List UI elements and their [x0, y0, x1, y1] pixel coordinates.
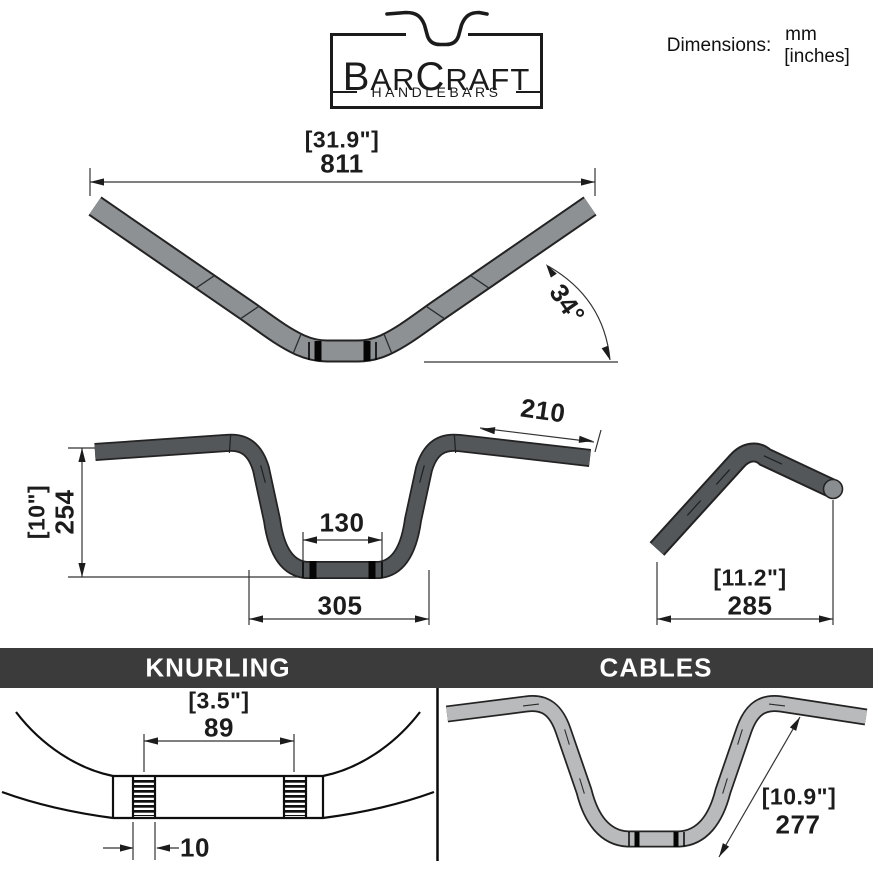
brand-subtitle-row: HANDLEBARS [333, 84, 540, 100]
knurl-band-width-mm: 10 [180, 832, 210, 863]
brand-letter-b: B [342, 55, 371, 99]
top-width-inches: [31.9"] [304, 126, 380, 153]
logo-box-border [330, 33, 543, 109]
cable-run-mm: 277 [775, 809, 821, 840]
left-dash [333, 90, 357, 94]
brand-letter-c: C [415, 55, 446, 99]
knurling-drawing [1, 711, 435, 860]
knurl-span-inches: [3.5"] [188, 687, 250, 714]
brand-name: BARCRAFT [343, 57, 531, 97]
brand-letters-ar: AR [370, 62, 416, 97]
cables-drawing [445, 694, 868, 859]
brand-subtitle: HANDLEBARS [371, 84, 502, 100]
right-dash [516, 90, 540, 94]
pullback-inches: [11.2"] [713, 564, 787, 591]
base-width-mm: 305 [317, 590, 363, 621]
grip-length-mm: 210 [518, 392, 568, 429]
brand-letters-raft: RAFT [445, 62, 531, 97]
cable-run-inches: [10.9"] [761, 783, 837, 810]
knurl-spacing-mm: 130 [319, 507, 365, 538]
knurling-section-title: KNURLING [145, 652, 291, 683]
legend-label: Dimensions: [666, 35, 772, 56]
side-view-drawing [649, 442, 844, 625]
legend-unit-inches: [inches] [784, 46, 850, 67]
top-width-mm: 811 [320, 148, 364, 179]
logo-box: BARCRAFT HANDLEBARS [330, 33, 543, 109]
top-view-drawing [88, 168, 618, 363]
pullback-mm: 285 [727, 590, 773, 621]
cables-section-title: CABLES [599, 652, 713, 683]
front-height-inches: [10"] [23, 484, 50, 540]
legend-unit-mm: mm [785, 24, 817, 45]
front-height-mm: 254 [49, 489, 80, 535]
section-header-bar [0, 648, 873, 688]
knurl-span-mm: 89 [204, 712, 234, 743]
front-view-drawing [68, 425, 602, 625]
logo-handlebar-icon [385, 10, 489, 47]
